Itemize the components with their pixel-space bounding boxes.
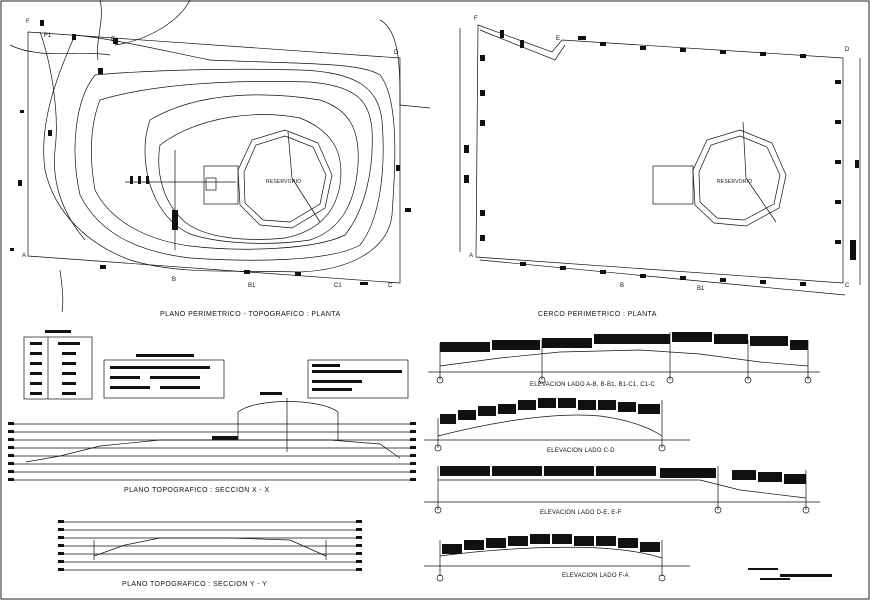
title-seccion-xx: PLANO TOPOGRAFICO : SECCION X - X: [124, 487, 270, 494]
reservoir-outline: [237, 129, 333, 229]
site-perimeter: [27, 31, 401, 284]
plan-fence: [459, 24, 861, 296]
valve-box: [203, 165, 239, 205]
contour-line: [43, 34, 396, 273]
plan-topographic: [9, 0, 431, 313]
label-reservoir-left: RESERVORIO: [266, 179, 302, 185]
contour-line: [74, 68, 384, 261]
point-f-left: F: [26, 19, 30, 25]
legend-table-1: [23, 336, 93, 400]
elevation-def: [424, 466, 820, 514]
contour-line: [97, 0, 102, 61]
title-elev-fa: ELEVACION LADO F-A: [562, 573, 629, 579]
contour-line: [91, 81, 373, 250]
terrain-profile: [25, 439, 401, 463]
point-c-right: C: [845, 283, 850, 289]
contour-line: [59, 269, 64, 313]
title-elev-abc: ELEVACION LADO A-B, B-B1, B1-C1, C1-C: [530, 382, 655, 388]
reservoir-section: [237, 401, 339, 440]
point-b-right: B: [620, 283, 625, 289]
fence-posts: [10, 20, 411, 285]
contour-line: [114, 0, 191, 46]
title-elev-def: ELEVACION LADO D-E, E-F: [540, 510, 622, 516]
fence-perimeter: [475, 24, 844, 284]
reservoir-inner: [698, 135, 781, 221]
point-e-right: E: [556, 36, 561, 42]
fence-posts: [464, 30, 859, 286]
title-cerco-perimetrico: CERCO PERIMETRICO : PLANTA: [538, 311, 657, 318]
reservoir-inner: [243, 135, 327, 223]
point-f-right: F: [474, 16, 478, 22]
point-b1-left: B1: [248, 283, 256, 289]
contour-line: [158, 114, 342, 240]
legend-table-2: [103, 359, 225, 399]
point-d-right: D: [845, 47, 850, 53]
section-xx: [8, 392, 416, 481]
point-b-left: B: [172, 277, 177, 283]
scale-bar: [748, 568, 832, 580]
contour-line: [144, 94, 359, 244]
reservoir-outline: [692, 129, 787, 227]
point-f1-left: F1: [44, 33, 52, 39]
section-yy: [58, 520, 362, 571]
point-b1-right: B1: [697, 286, 705, 292]
contour-line: [39, 31, 86, 241]
elevation-cd: [424, 398, 690, 452]
point-a-right: A: [469, 253, 474, 259]
point-c1-left: C1: [334, 283, 342, 289]
valve-box: [652, 165, 694, 205]
title-seccion-yy: PLANO TOPOGRAFICO : SECCION Y - Y: [122, 581, 268, 588]
elevation-abc: [428, 332, 820, 384]
point-e-left: E: [111, 37, 116, 43]
label-reservoir-right: RESERVORIO: [717, 179, 753, 185]
elevation-fa: [424, 534, 690, 582]
point-a-left: A: [22, 253, 27, 259]
contour-line: [379, 19, 431, 109]
title-elev-cd: ELEVACION LADO C-D: [547, 448, 615, 454]
point-d-left: D: [394, 50, 399, 56]
point-c-left: C: [388, 283, 393, 289]
legend-tables: [23, 330, 409, 400]
contour-line: [9, 44, 111, 56]
legend-table-3: [307, 359, 409, 399]
terrain-profile: [93, 537, 327, 557]
title-plano-perimetrico: PLANO PERIMETRICO - TOPOGRAFICO : PLANTA: [160, 311, 341, 318]
